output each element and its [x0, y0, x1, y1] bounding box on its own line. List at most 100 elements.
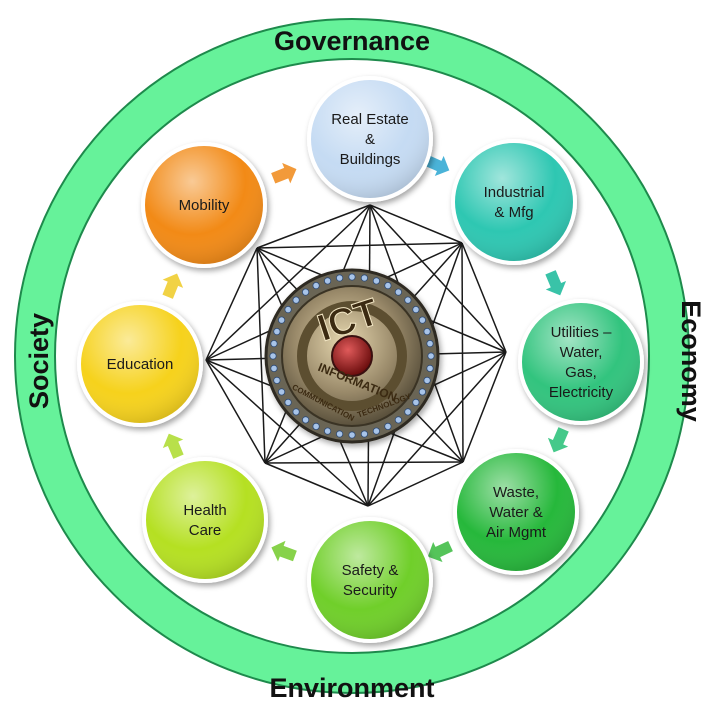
hub-bead — [323, 427, 332, 435]
node-label: Mobility — [179, 197, 230, 214]
mesh-line — [205, 359, 369, 507]
node-label: Water & — [489, 504, 543, 521]
mesh-line — [256, 204, 371, 249]
hub-bead — [270, 339, 278, 348]
ring-label-governance: Governance — [274, 26, 430, 56]
node-gloss — [146, 461, 264, 579]
mesh-line — [264, 461, 464, 464]
outer-ring-edge — [14, 18, 690, 694]
hub-bead — [394, 288, 402, 296]
node-gloss — [81, 305, 199, 423]
hub-bead — [348, 273, 356, 281]
ring-label-economy: Economy — [676, 300, 705, 422]
hub-bead — [426, 364, 434, 372]
hub-bead — [384, 422, 392, 430]
domain-node: Waste, Water & Air Mgmt — [453, 449, 579, 575]
outer-ring-inner-edge — [54, 58, 650, 654]
node-label: Health — [183, 502, 226, 519]
mesh-line — [205, 204, 371, 361]
flow-arrow — [270, 539, 298, 564]
hub-bead — [423, 327, 431, 336]
node-label: Utilities – — [551, 324, 613, 341]
flow-arrow — [546, 426, 571, 454]
hub-bead — [427, 352, 435, 360]
hub-band — [297, 301, 407, 411]
flow-arrow — [160, 272, 185, 300]
hub-bead — [335, 274, 344, 282]
hub-bead — [384, 281, 392, 290]
hub-bead — [323, 277, 332, 285]
node-label: Security — [343, 582, 398, 599]
hub-bead — [394, 416, 402, 424]
flow-arrow — [426, 539, 454, 564]
hub-bead — [292, 408, 300, 416]
hub-bead — [372, 427, 380, 435]
hub-bead — [360, 430, 368, 438]
node-gloss — [522, 303, 640, 421]
domain-node: Utilities –Water,Gas,Electricity — [518, 299, 644, 425]
hub-bead — [277, 388, 286, 396]
hub-bead — [404, 296, 412, 304]
hub-bead — [269, 352, 277, 360]
node-gloss — [457, 453, 575, 571]
node-label: Safety & — [342, 562, 399, 579]
hub-bead — [273, 376, 281, 384]
mesh-line — [369, 204, 463, 244]
hub-bead — [426, 339, 434, 348]
node-label: Care — [189, 522, 222, 539]
hub-red-jewel — [331, 335, 373, 377]
hub-bead — [418, 316, 426, 324]
domain-node: Real Estate & Buildings — [307, 76, 433, 202]
domain-node: Education — [77, 301, 203, 427]
hub-bead — [372, 277, 380, 285]
hub-bead — [423, 376, 431, 384]
flow-arrows — [160, 153, 571, 564]
node-label: & Mfg — [494, 204, 533, 221]
node-label: Waste, — [493, 484, 539, 501]
hub-bead-ring — [269, 273, 435, 439]
flow-arrow — [161, 432, 186, 460]
hub-bead — [404, 408, 412, 416]
node-label: Education — [107, 356, 174, 373]
flow-arrow — [270, 161, 298, 186]
hub-bead — [418, 388, 426, 396]
hub-bead — [284, 398, 292, 406]
hub-bead — [312, 281, 320, 290]
domain-node: Industrial & Mfg — [451, 139, 577, 265]
mesh-line — [256, 247, 266, 464]
mesh-line — [462, 351, 507, 463]
node-gloss — [455, 143, 573, 261]
mesh-line — [367, 461, 464, 507]
domain-node: Safety & Security — [307, 517, 433, 643]
hub-bead — [273, 327, 281, 336]
hub-bead — [270, 364, 278, 372]
outer-ring — [15, 19, 689, 693]
mesh-line — [256, 242, 463, 249]
hub-bead — [412, 398, 420, 406]
hub-bead — [335, 430, 344, 438]
hub-bead — [301, 416, 310, 424]
node-label: Industrial — [484, 184, 545, 201]
node-label: Air Mgmt — [486, 524, 547, 541]
node-label: Real Estate — [331, 111, 409, 128]
ict-hub: ICT INFORMATION COMMUNICATION TECHNOLOGY — [264, 268, 440, 444]
hub-bead — [292, 296, 300, 304]
node-label: Water, — [560, 344, 603, 361]
node-gloss — [145, 146, 263, 264]
ring-label-society: Society — [24, 313, 54, 409]
hub-bead — [277, 316, 286, 324]
hub-bead — [312, 422, 320, 430]
node-label: Electricity — [549, 384, 614, 401]
hub-bead — [412, 305, 420, 314]
ring-label-environment: Environment — [269, 673, 434, 703]
node-label: Buildings — [340, 151, 401, 168]
hub-bead — [348, 431, 356, 439]
node-gloss — [311, 80, 429, 198]
node-label: & — [365, 131, 375, 148]
mesh-line — [367, 351, 507, 507]
mesh-line — [205, 359, 266, 464]
